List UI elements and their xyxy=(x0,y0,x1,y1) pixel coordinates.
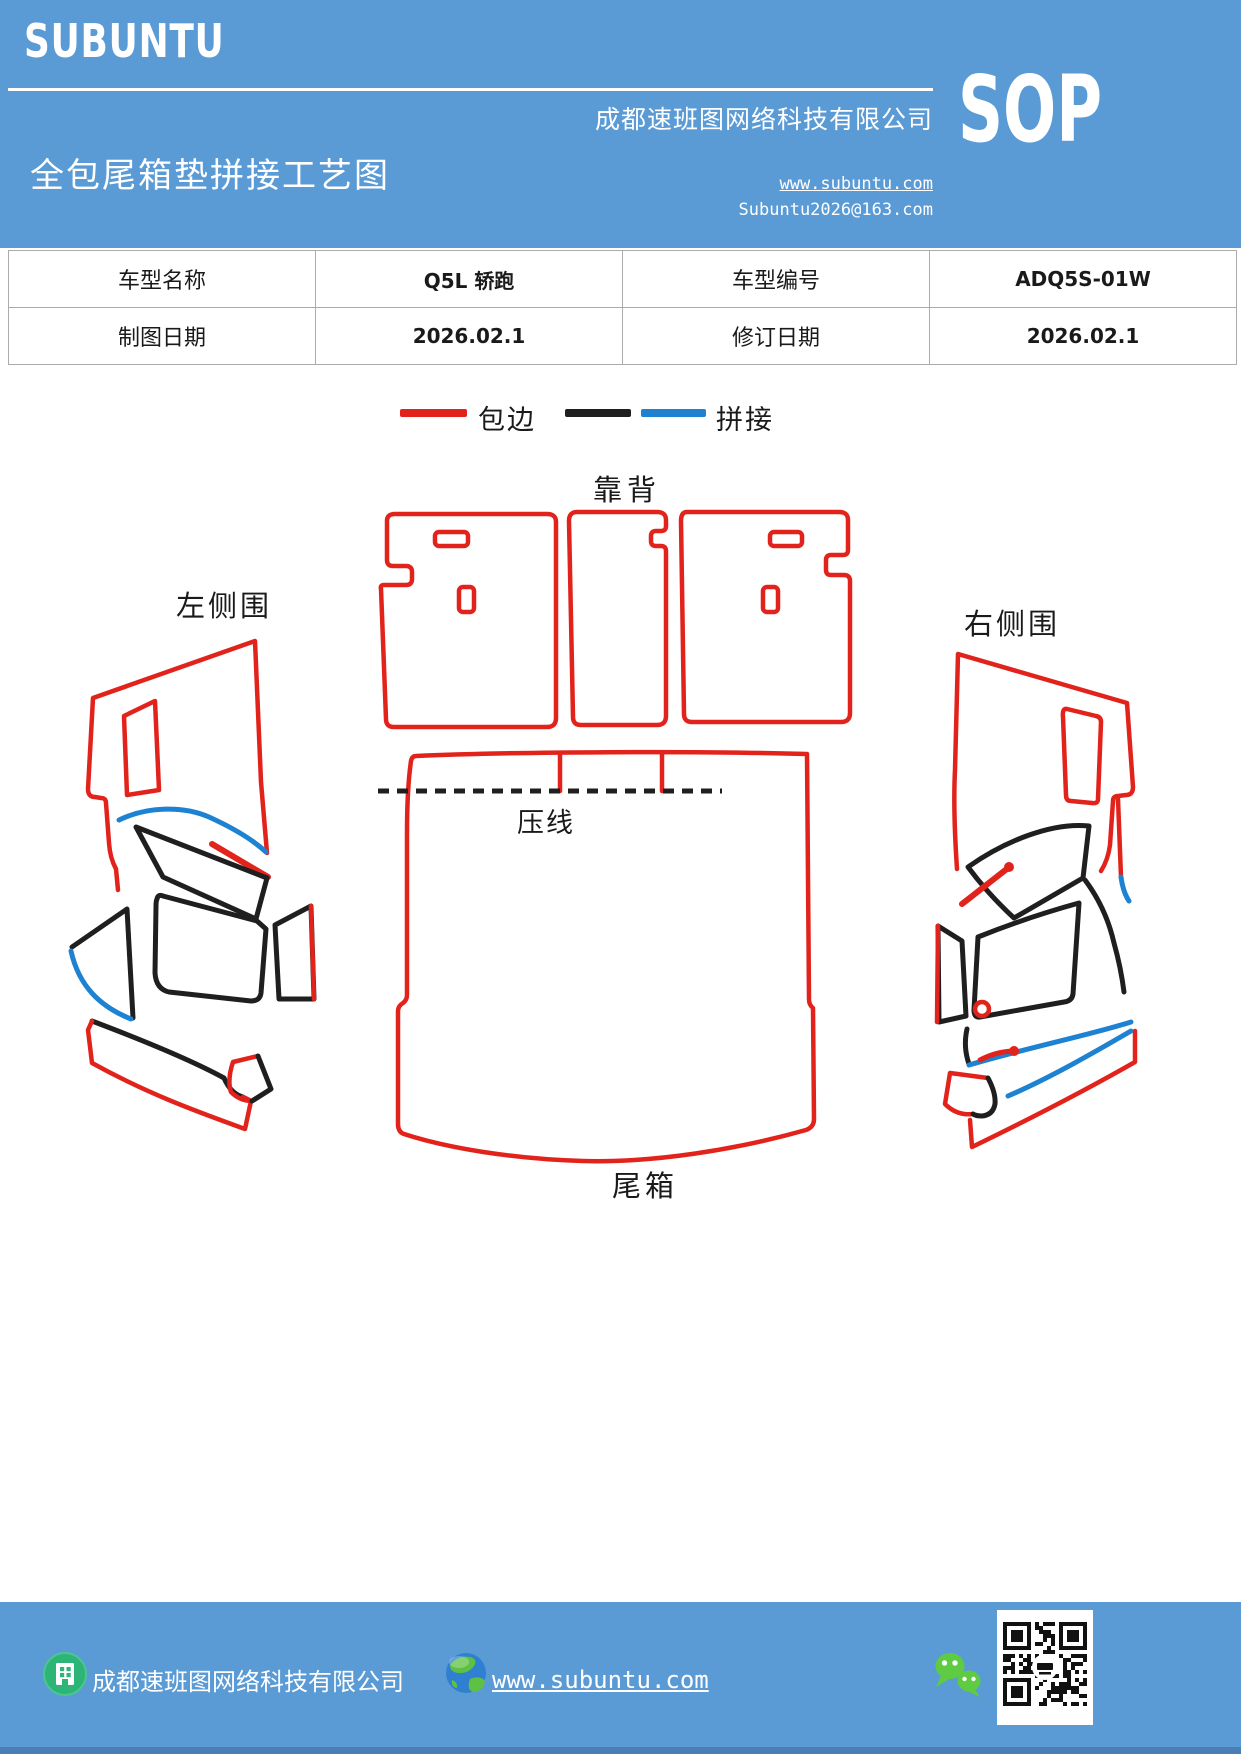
header-banner: SUBUNTU 全包尾箱垫拼接工艺图 成都速班图网络科技有限公司 www.sub… xyxy=(0,0,1241,248)
splice-label: 拼接 xyxy=(716,405,774,436)
splice-black-swatch xyxy=(565,409,631,417)
backrest-slot xyxy=(767,529,805,549)
brand-logo: SUBUNTU xyxy=(24,14,225,68)
right-red-edge-west xyxy=(934,923,941,1025)
right-side-slot xyxy=(1060,706,1104,806)
model-name-label: 车型名称 xyxy=(8,250,316,308)
right-red-splice-mark xyxy=(959,865,1011,907)
left-splice-blue-arc xyxy=(116,806,269,855)
left-strip-black-edge xyxy=(89,1018,246,1100)
left-red-splice-mark xyxy=(209,841,271,880)
model-code-value: ADQ5S-01W xyxy=(929,250,1237,308)
edge-binding-swatch xyxy=(400,409,467,417)
backrest-label: 靠背 xyxy=(593,473,661,507)
backrest-left-piece xyxy=(378,511,559,730)
right-splice-blue-a xyxy=(966,1019,1134,1068)
company-name: 成都速班图网络科技有限公司 xyxy=(594,105,933,134)
trunk-main-piece xyxy=(395,749,817,1164)
left-small-piece-black xyxy=(249,1053,274,1104)
table-row: 制图日期 2026.02.1 修订日期 2026.02.1 xyxy=(8,307,1237,365)
left-splice-blue-edge xyxy=(68,948,134,1022)
right-blue-edge-seg xyxy=(1118,874,1132,904)
draw-date-label: 制图日期 xyxy=(8,307,316,365)
backrest-middle-piece xyxy=(566,509,669,728)
backrest-slot xyxy=(760,584,781,615)
table-row: 车型名称 Q5L 轿跑 车型编号 ADQ5S-01W xyxy=(8,250,1237,308)
sop-mark: SOP xyxy=(958,56,1103,163)
revise-date-label: 修订日期 xyxy=(622,307,930,365)
backrest-right-piece xyxy=(678,509,853,725)
left-black-piece-west xyxy=(69,906,136,1021)
right-small-piece-red xyxy=(942,1070,991,1117)
right-side-label: 右侧围 xyxy=(964,607,1060,641)
header-contact-block: 成都速班图网络科技有限公司 www.subuntu.com Subuntu202… xyxy=(513,100,933,220)
left-black-piece-east xyxy=(272,903,317,1002)
website-link[interactable]: www.subuntu.com xyxy=(779,174,933,194)
left-red-edge-east xyxy=(308,903,317,1002)
right-red-ring xyxy=(972,999,992,1019)
right-black-piece-center xyxy=(971,900,1082,1020)
right-black-piece-west xyxy=(935,923,969,1025)
right-splice-blue-b xyxy=(1005,1028,1134,1099)
right-strip-red-edge xyxy=(967,1028,1138,1150)
right-red-edge-seg xyxy=(1115,796,1124,880)
header-divider xyxy=(8,88,933,91)
press-line-label: 压线 xyxy=(517,808,575,839)
page-title: 全包尾箱垫拼接工艺图 xyxy=(30,156,390,196)
legend: 包边 拼接 xyxy=(0,398,1241,436)
trunk-label: 尾箱 xyxy=(612,1169,678,1203)
left-black-piece-center xyxy=(152,892,269,1004)
revise-date-value: 2026.02.1 xyxy=(929,307,1237,365)
edge-binding-label: 包边 xyxy=(478,405,536,436)
right-red-dot xyxy=(1009,1046,1019,1056)
right-small-piece-black xyxy=(970,1075,998,1119)
backrest-slot xyxy=(456,584,477,615)
model-name-value: Q5L 轿跑 xyxy=(315,250,623,308)
right-black-piece-east xyxy=(1082,877,1127,995)
vehicle-info-table: 车型名称 Q5L 轿跑 车型编号 ADQ5S-01W 制图日期 2026.02.… xyxy=(8,250,1237,365)
right-side-top-piece xyxy=(952,651,1136,874)
left-strip-red-edge xyxy=(85,1018,254,1132)
right-strip-left-end xyxy=(962,1026,972,1067)
left-side-top-piece xyxy=(85,638,270,893)
left-small-piece-red xyxy=(227,1053,274,1104)
footer-website-link[interactable]: www.subuntu.com xyxy=(492,1666,709,1694)
left-side-label: 左侧围 xyxy=(176,589,272,623)
email-link[interactable]: Subuntu2026@163.com xyxy=(738,200,933,220)
left-side-slot xyxy=(121,698,162,798)
footer-bottom-strip xyxy=(0,1747,1241,1754)
footer-company-name: 成都速班图网络科技有限公司 xyxy=(92,1668,404,1696)
right-red-dot xyxy=(1004,862,1014,872)
backrest-slot xyxy=(432,529,471,549)
draw-date-value: 2026.02.1 xyxy=(315,307,623,365)
model-code-label: 车型编号 xyxy=(622,250,930,308)
splice-blue-swatch xyxy=(641,409,706,417)
